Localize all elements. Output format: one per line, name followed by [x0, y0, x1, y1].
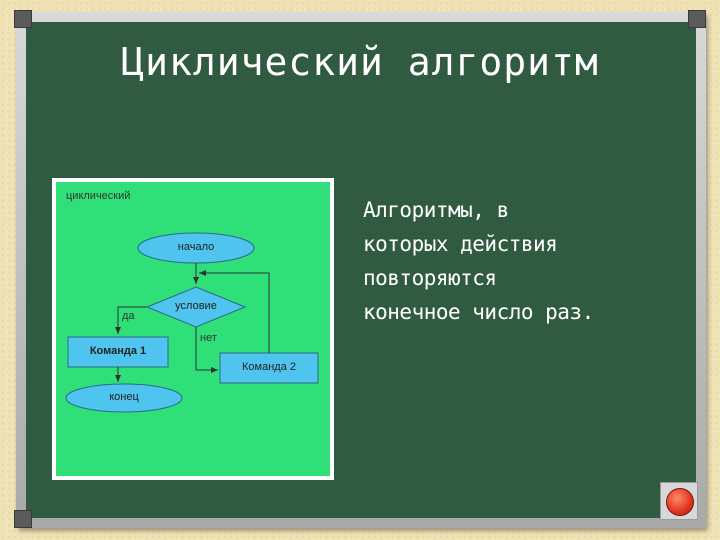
- no-label: нет: [200, 332, 217, 344]
- description-line: которых действия: [363, 232, 558, 256]
- description-line: повторяются: [363, 266, 497, 290]
- end-label: конец: [109, 391, 139, 403]
- frame-corner-top-right: [688, 10, 706, 28]
- next-slide-button[interactable]: [660, 482, 698, 520]
- flowchart-panel: [56, 182, 330, 476]
- command2-label: Команда 2: [242, 361, 296, 373]
- frame-corner-top-left: [14, 10, 32, 28]
- frame-corner-bottom-left: [14, 510, 32, 528]
- red-circle-icon: [666, 488, 694, 516]
- yes-label: да: [122, 310, 135, 322]
- flowchart-caption: циклический: [66, 190, 131, 202]
- description-line: Алгоритмы, в: [363, 198, 509, 222]
- command1-label: Команда 1: [89, 345, 147, 357]
- slide-description: Алгоритмы, в которых действия повторяютс…: [363, 193, 673, 329]
- start-label: начало: [177, 241, 215, 253]
- description-line: конечное число раз.: [363, 300, 594, 324]
- condition-label: условие: [175, 300, 217, 312]
- slide-title: Циклический алгоритм: [121, 40, 599, 84]
